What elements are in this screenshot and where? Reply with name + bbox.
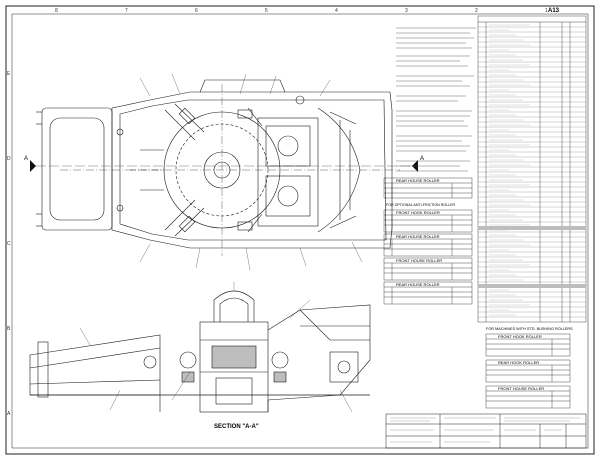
zone-number: 8 — [55, 8, 58, 14]
zone-numbers-top: 8 7 6 5 4 3 2 1 — [55, 8, 548, 14]
lower-table-title-3: FRONT HOUSE ROLLER — [498, 386, 544, 391]
plan-leaders — [139, 73, 363, 271]
zone-letter: D — [7, 156, 11, 162]
title-block-text-lines — [390, 417, 580, 443]
bom-band — [478, 284, 586, 288]
table-title-2: FRONT HOOK ROLLER — [396, 210, 440, 215]
roller-tables — [383, 177, 473, 305]
section-marker-a-right: A — [420, 156, 424, 162]
zone-letter: A — [7, 411, 11, 417]
sheet-border — [5, 5, 595, 455]
notes-block — [396, 27, 476, 172]
table-title-1: REAR HOUSE ROLLER — [396, 178, 440, 183]
lower-tables — [485, 333, 571, 409]
bom-band — [478, 226, 586, 230]
zone-number: 5 — [265, 8, 268, 14]
section-marker-right: A — [412, 156, 424, 172]
section-leaders — [79, 282, 353, 413]
title-block — [385, 413, 587, 449]
zone-number: 2 — [475, 8, 478, 14]
zone-number: 3 — [405, 8, 408, 14]
zone-letter: C — [7, 241, 11, 247]
plan-view — [36, 79, 400, 256]
bom-rows — [478, 24, 586, 318]
sheet-number: A13 — [548, 8, 560, 14]
section-title: SECTION "A-A" — [214, 424, 259, 430]
zone-number: 4 — [335, 8, 338, 14]
table-title-4: FRONT HOUSE ROLLER — [396, 258, 442, 263]
zone-letter: B — [7, 326, 11, 332]
sheet-inner-border — [11, 13, 589, 449]
zone-letter: E — [7, 71, 11, 77]
optional-heading: FOR OPTIONAL ANTI-FRICTION ROLLER — [386, 203, 456, 207]
zone-number: 1 — [545, 8, 548, 14]
section-view — [29, 290, 371, 413]
lower-table-title-1: FRONT HOOK ROLLER — [498, 334, 542, 339]
lower-table-title-2: REAR HOOK ROLLER — [498, 360, 539, 365]
lower-tables-heading: FOR MACHINES WITH STD. BUSHING ROLLERS — [486, 327, 573, 331]
section-marker-a-left: A — [24, 156, 28, 162]
table-title-5: REAR HOUSE ROLLER — [396, 282, 440, 287]
zone-number: 7 — [125, 8, 128, 14]
section-marker-left: A — [24, 156, 36, 172]
table-title-3: REAR HOUSE ROLLER — [396, 234, 440, 239]
zone-letters-side: E D C B A — [7, 71, 11, 417]
zone-number: 6 — [195, 8, 198, 14]
